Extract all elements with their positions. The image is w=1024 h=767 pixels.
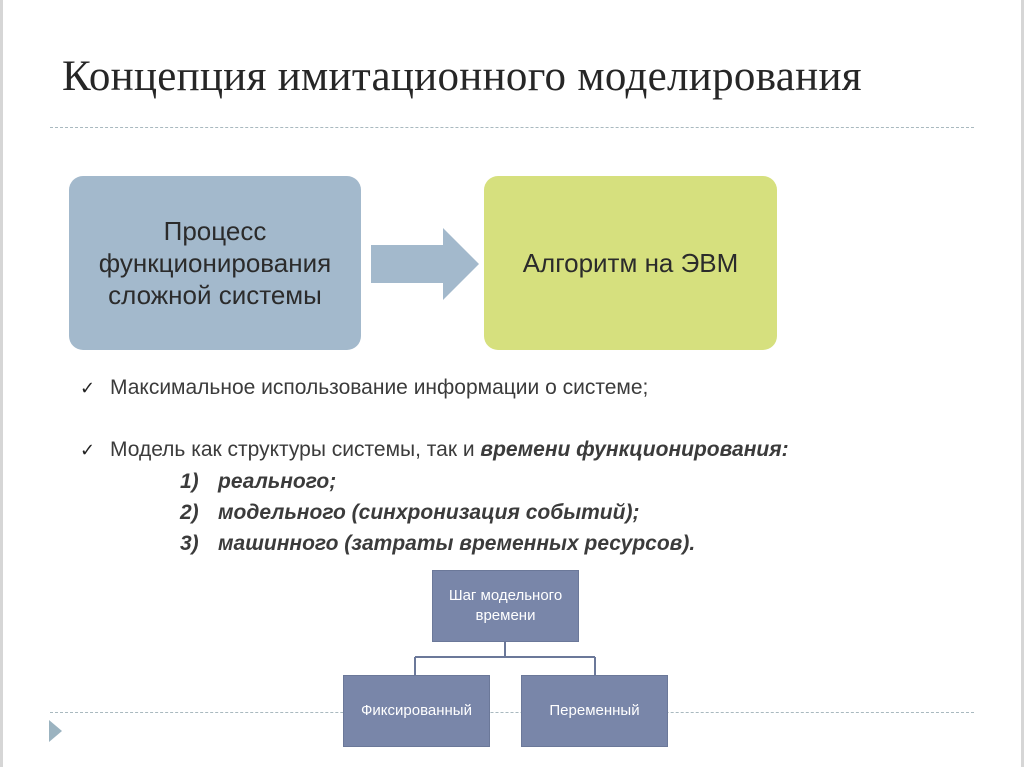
next-slide-icon[interactable] [49,720,62,742]
org-root-line-2: времени [475,607,536,624]
footer-divider [50,712,974,713]
org-fixed-box: Фиксированный [343,675,490,747]
process-text: Процесс функционирования сложной системы [99,215,331,311]
org-root-line-1: Шаг модельного [448,587,563,604]
sub-item-text: модельного (синхронизация событий); [218,501,640,524]
slide-title: Концепция имитационного моделирования [62,53,862,100]
bullet-text: Максимальное использование информации о … [110,376,649,399]
sub-item: 1) реального; [180,470,336,494]
check-icon: ✓ [80,378,96,399]
bullet-item: ✓ Максимальное использование информации о… [80,376,648,400]
left-frame-border [0,0,3,767]
org-root-text: Шаг модельного времени [449,586,562,626]
bullet-item: ✓ Модель как структуры системы, так и вре… [80,438,789,462]
process-line-2: функционирования [98,248,332,278]
org-variable-label: Переменный [549,702,640,719]
process-line-1: Процесс [163,216,267,246]
sub-item-number: 3) [180,532,199,555]
process-box: Процесс функционирования сложной системы [69,176,361,350]
sub-item-number: 2) [180,501,199,524]
title-divider [50,127,974,128]
check-icon: ✓ [80,440,96,461]
sub-item: 2) модельного (синхронизация событий); [180,501,639,525]
sub-item-text: машинного (затраты временных ресурсов). [218,532,696,555]
org-variable-box: Переменный [521,675,668,747]
sub-item: 3) машинного (затраты временных ресурсов)… [180,532,695,556]
sub-item-text: реального; [218,470,337,493]
algorithm-label: Алгоритм на ЭВМ [522,248,739,278]
right-arrow-icon [371,228,479,300]
bullet-emphasis: времени функционирования: [480,438,789,461]
algorithm-box: Алгоритм на ЭВМ [484,176,777,350]
bullet-text: Модель как структуры системы, так и [110,438,481,461]
sub-item-number: 1) [180,470,199,493]
org-root-box: Шаг модельного времени [432,570,579,642]
org-fixed-label: Фиксированный [361,702,472,719]
process-line-3: сложной системы [108,280,322,310]
right-frame-border [1021,0,1024,767]
